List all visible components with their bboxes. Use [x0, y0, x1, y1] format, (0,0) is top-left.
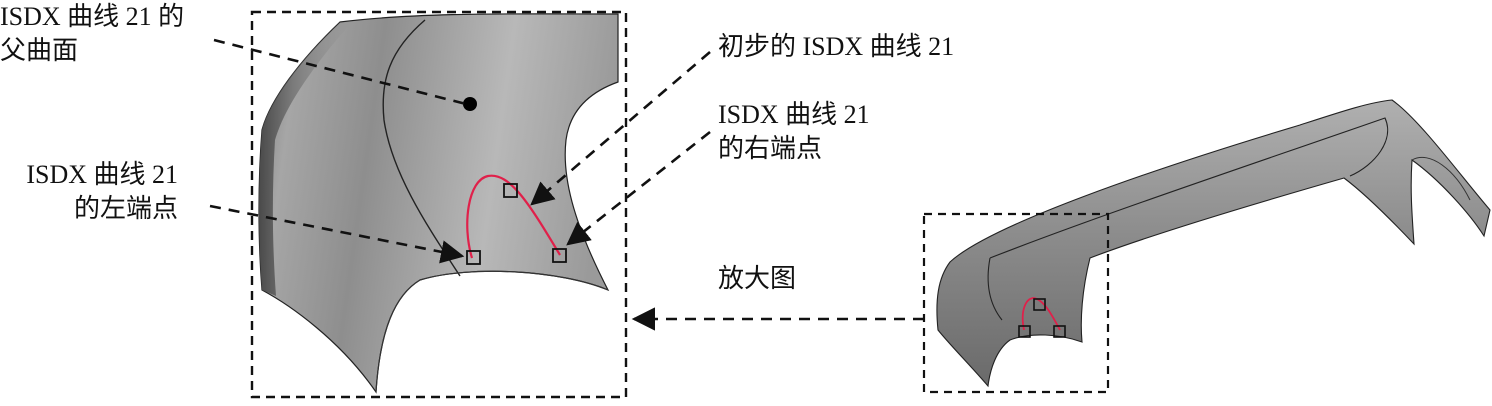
- full-model-edge-curve: [989, 117, 1389, 259]
- leader-parent-surface: [213, 38, 467, 106]
- parent-surface-dot: [463, 97, 477, 111]
- full-model: [936, 99, 1491, 388]
- right-endpoint-marker: [552, 248, 567, 263]
- full-model-body: [936, 99, 1491, 388]
- leader-right-endpoint: [566, 130, 711, 246]
- full-model-end-curve: [1411, 156, 1471, 201]
- leader-initial-curve: [530, 51, 711, 206]
- label-right-endpoint-line1: ISDX 曲线 21: [718, 100, 870, 129]
- label-magnified: 放大图: [718, 264, 797, 293]
- small-left-endpoint-marker: [1018, 325, 1031, 338]
- label-parent-surface: ISDX 曲线 21 的 父曲面: [0, 0, 184, 68]
- leader-left-endpoint: [209, 204, 465, 264]
- surface-bottom-edge: [375, 270, 609, 393]
- label-parent-surface-line2: 父曲面: [0, 36, 79, 65]
- surface-boundary-curve: [382, 19, 461, 277]
- label-left-endpoint-line1: ISDX 曲线 21: [26, 160, 179, 189]
- zoom-frame-large: [250, 10, 628, 399]
- label-left-endpoint-line2: 的左端点: [74, 194, 179, 223]
- isdx-curve-large: [466, 174, 561, 259]
- label-right-endpoint-line2: 的右端点: [718, 134, 823, 163]
- isdx-curve-small: [1021, 297, 1061, 331]
- label-left-endpoint: ISDX 曲线 21 的左端点: [18, 158, 178, 226]
- surface-large-body: [258, 13, 619, 394]
- curve-midpoint-marker: [503, 183, 518, 198]
- small-midpoint-marker: [1033, 298, 1046, 311]
- zoom-frame-small: [922, 212, 1110, 394]
- surface-large-shade: [259, 22, 352, 296]
- parent-surface-large: [258, 13, 619, 394]
- label-parent-surface-line1: ISDX 曲线 21 的: [0, 2, 185, 31]
- left-endpoint-marker: [466, 250, 481, 265]
- full-model-side-curve: [987, 257, 1003, 321]
- small-right-endpoint-marker: [1053, 325, 1066, 338]
- label-right-endpoint: ISDX 曲线 21 的右端点: [718, 98, 870, 166]
- label-initial-curve: 初步的 ISDX 曲线 21: [718, 32, 955, 61]
